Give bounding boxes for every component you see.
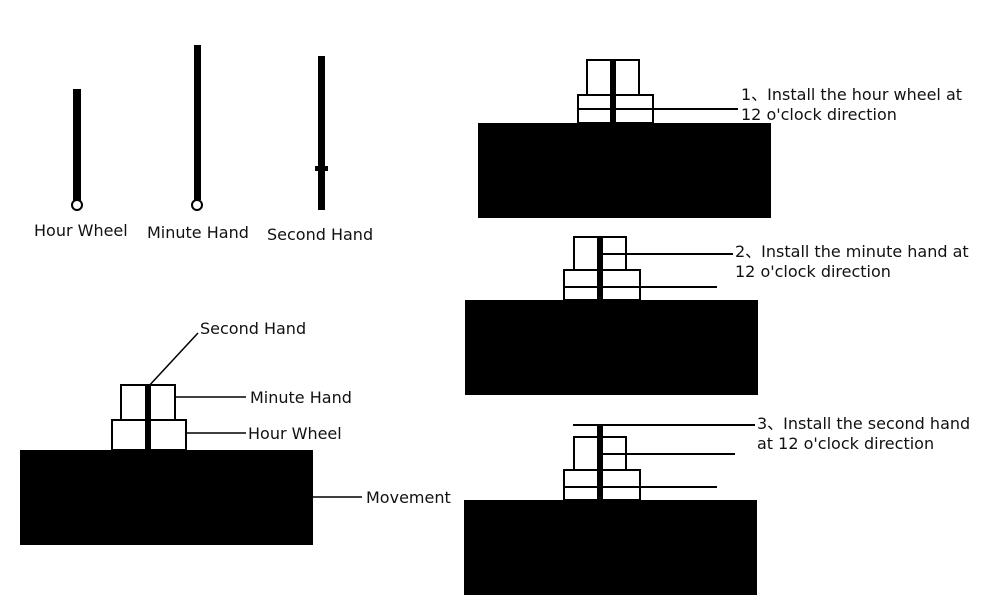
hour-wheel-ring (71, 199, 83, 211)
hour-wheel-label: Hour Wheel (34, 221, 128, 240)
second-hand-part: Second Hand (267, 56, 373, 244)
minute-hand-part: Minute Hand (147, 45, 249, 242)
minute-hand-shaft (194, 45, 201, 200)
step-1-movement-block (478, 123, 771, 218)
assembly-minute-hand-label: Minute Hand (250, 388, 352, 407)
step-2-movement-block (465, 300, 758, 395)
step-1-group: 1、Install the hour wheel at 12 o'clock d… (478, 59, 962, 218)
step-3-line1: 3、Install the second hand (757, 414, 970, 433)
assembly-shaft (145, 385, 151, 451)
step-3-line2: at 12 o'clock direction (757, 434, 934, 453)
assembly-second-hand-label: Second Hand (200, 319, 306, 338)
step-2-group: 2、Install the minute hand at 12 o'clock … (465, 236, 969, 395)
hour-wheel-shaft (73, 89, 81, 201)
step-2-shaft (597, 237, 603, 301)
step-1-shaft (610, 60, 616, 124)
assembly-second-hand-leader (146, 332, 199, 389)
step-1-line2: 12 o'clock direction (741, 105, 897, 124)
second-hand-shaft (318, 56, 325, 210)
minute-hand-ring (191, 199, 203, 211)
step-3-shaft (597, 425, 603, 501)
minute-hand-label: Minute Hand (147, 223, 249, 242)
parts-group: Hour Wheel Minute Hand Second Hand (34, 45, 373, 244)
step-2-line1: 2、Install the minute hand at (735, 242, 969, 261)
step-2-line2: 12 o'clock direction (735, 262, 891, 281)
second-hand-label: Second Hand (267, 225, 373, 244)
assembly-movement-block (20, 450, 313, 545)
second-hand-knob (315, 166, 328, 171)
assembly-group: Second Hand Minute Hand Hour Wheel Movem… (20, 319, 451, 545)
hour-wheel-part: Hour Wheel (34, 89, 128, 240)
assembly-movement-label: Movement (366, 488, 451, 507)
step-1-line1: 1、Install the hour wheel at (741, 85, 962, 104)
step-3-group: 3、Install the second hand at 12 o'clock … (464, 414, 970, 595)
step-3-movement-block (464, 500, 757, 595)
assembly-hour-wheel-label: Hour Wheel (248, 424, 342, 443)
